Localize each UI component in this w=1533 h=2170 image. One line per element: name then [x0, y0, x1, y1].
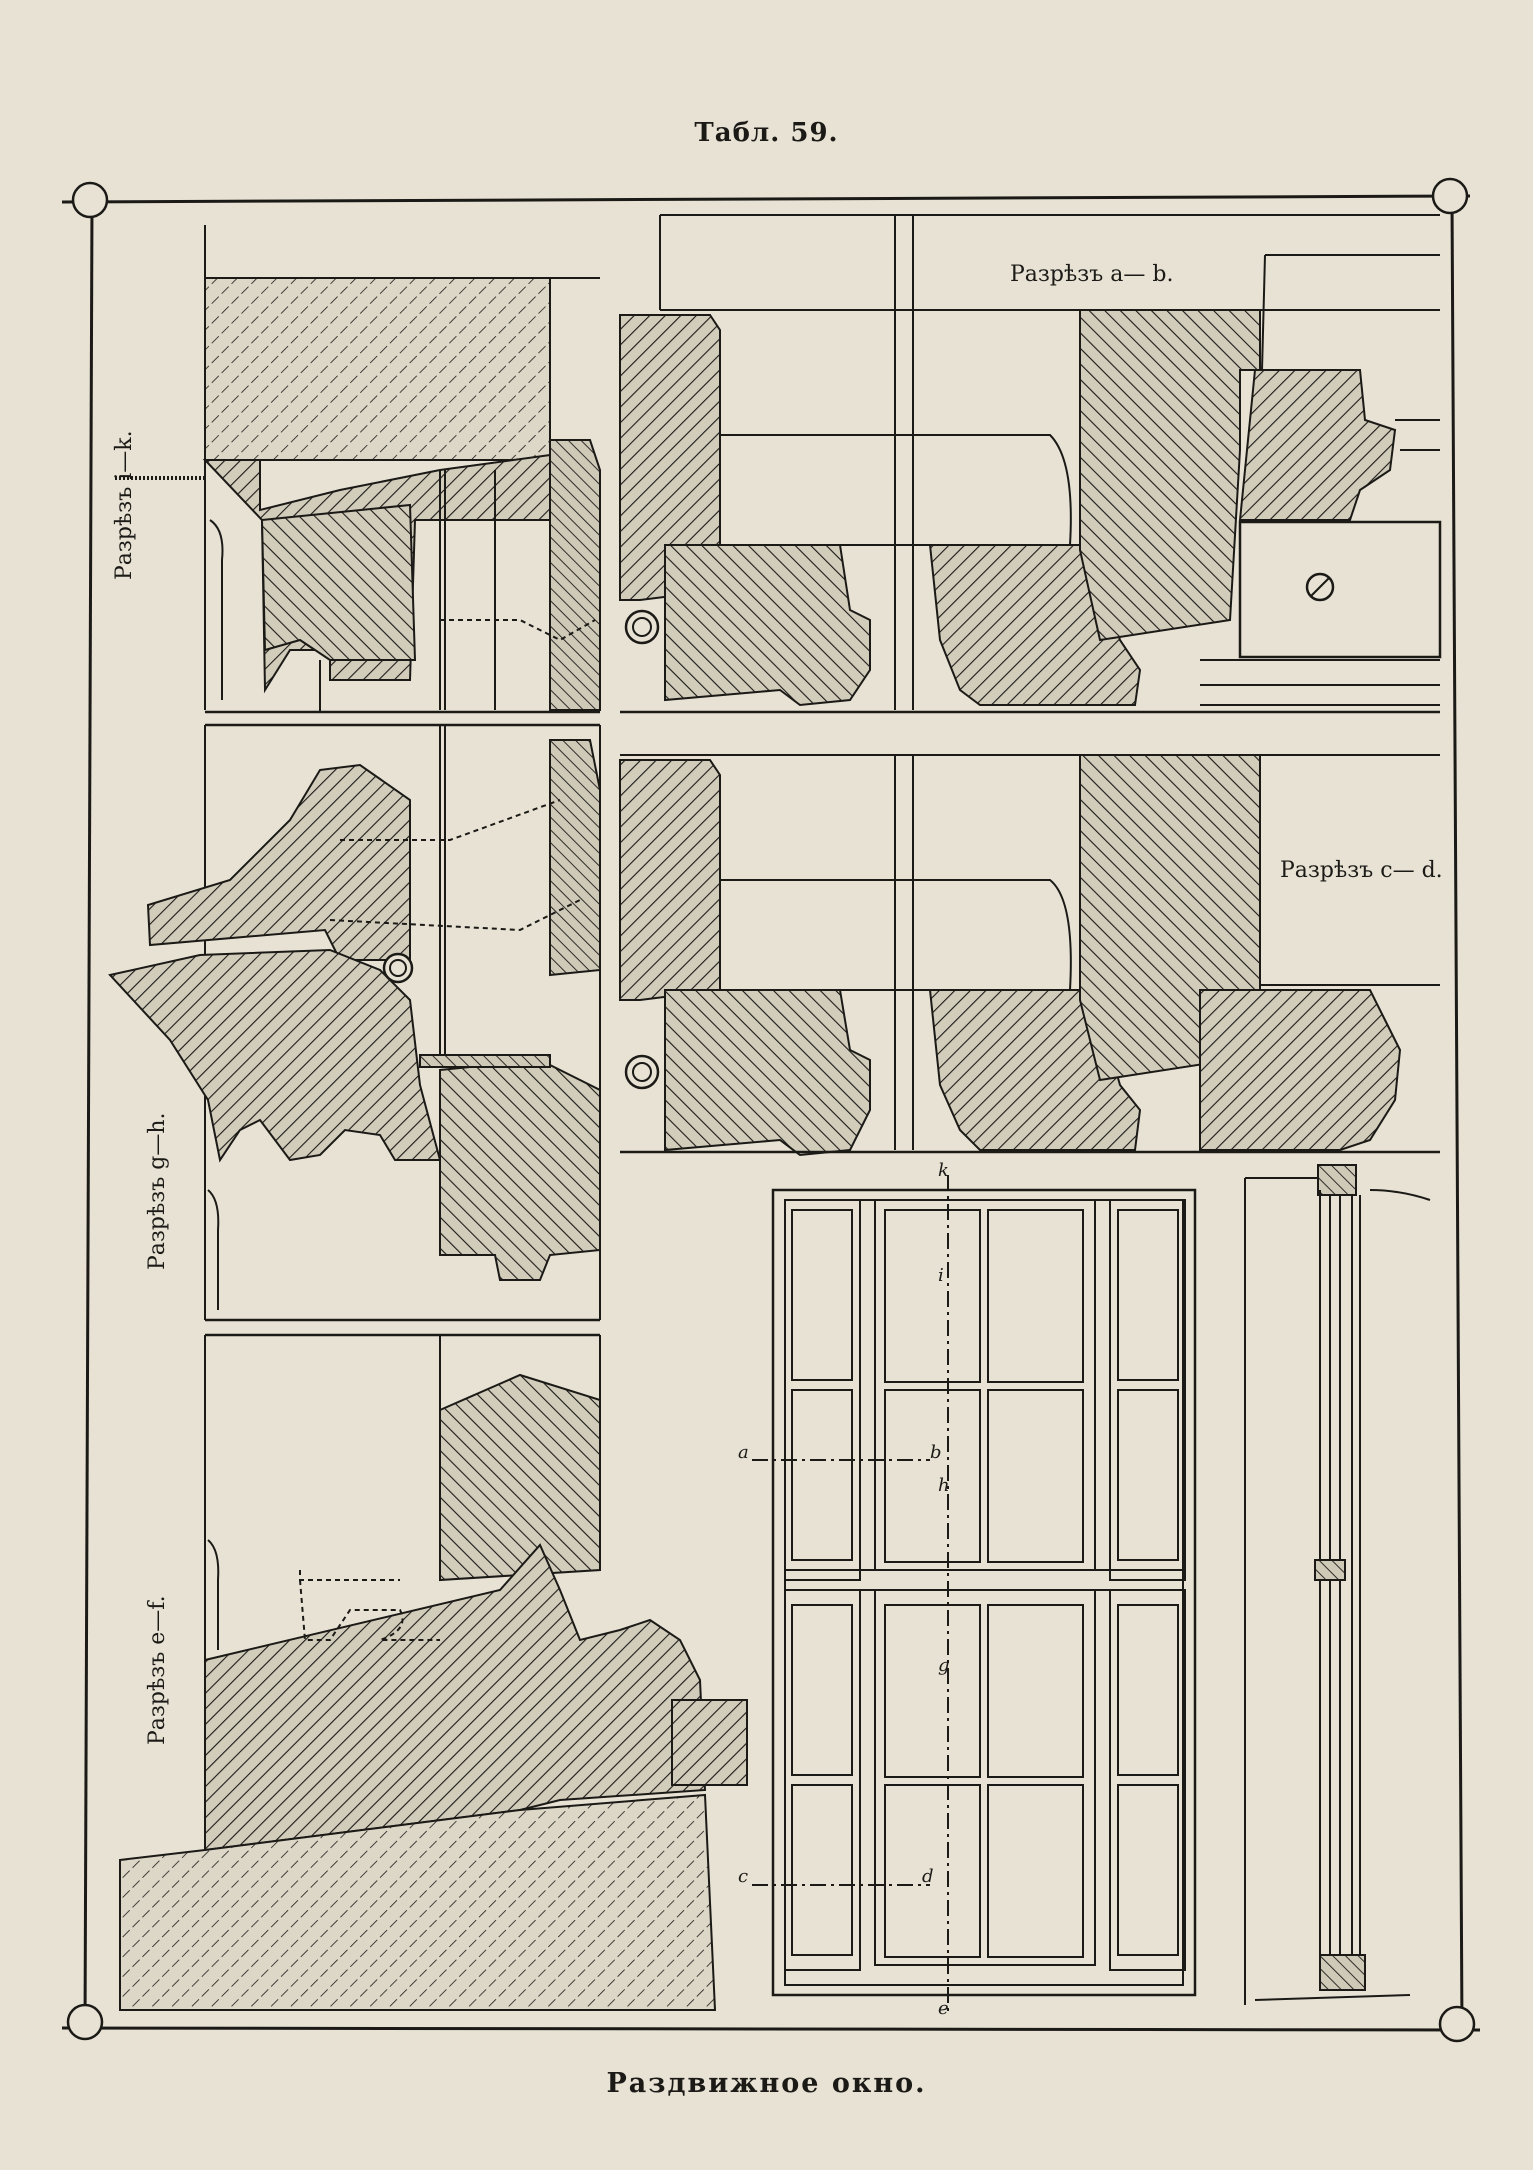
- plate-title: Табл. 59.: [694, 118, 839, 148]
- section-ef-drawing: [119, 1333, 748, 2011]
- plate-caption: Раздвижное окно.: [606, 2068, 927, 2099]
- label-section-ik: Разрѣзъ i—k.: [112, 430, 137, 580]
- cut-mark-c: c: [738, 1866, 749, 1887]
- cut-mark-b: b: [930, 1442, 942, 1463]
- vertical-section: [1244, 1164, 1431, 2005]
- section-ik-drawing: [115, 225, 601, 714]
- cut-mark-i: i: [938, 1265, 944, 1286]
- label-section-ab: Разрѣзъ a— b.: [1010, 262, 1174, 287]
- cut-mark-g: g: [938, 1655, 950, 1676]
- section-cd-drawing: [619, 754, 1440, 1157]
- cut-mark-a: a: [738, 1442, 749, 1463]
- label-section-gh: Разрѣзъ g—h.: [145, 1112, 170, 1270]
- section-ab-drawing: [619, 214, 1442, 714]
- window-elevation: [752, 1175, 1197, 2015]
- section-gh-drawing: [108, 723, 601, 1322]
- cut-mark-h: h: [938, 1475, 950, 1496]
- label-section-cd: Разрѣзъ c— d.: [1280, 858, 1443, 883]
- plate-frame: [61, 177, 1481, 2043]
- label-section-ef: Разрѣзъ e—f.: [145, 1595, 170, 1745]
- cut-mark-e: e: [938, 1998, 949, 2019]
- cut-mark-d: d: [922, 1866, 934, 1887]
- cut-mark-k: k: [938, 1160, 949, 1181]
